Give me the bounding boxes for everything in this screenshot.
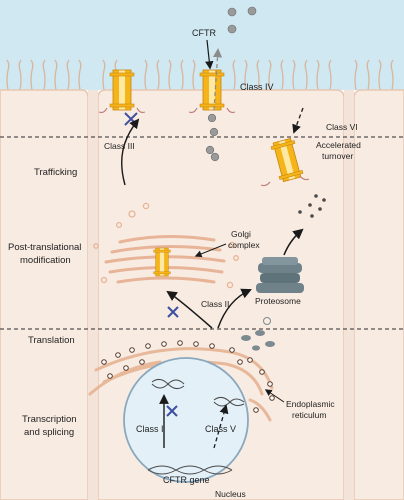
section-tx-line1: Transcription bbox=[22, 414, 77, 425]
label-accelerated-line1: Accelerated bbox=[316, 140, 361, 150]
cilia bbox=[6, 59, 394, 91]
x-block-icon bbox=[166, 405, 178, 417]
degraded-fragments bbox=[298, 194, 326, 218]
section-translation: Translation bbox=[28, 335, 75, 346]
proteasome-out-arrow bbox=[283, 228, 304, 256]
label-cftr: CFTR bbox=[192, 28, 216, 38]
label-nucleus: Nucleus bbox=[215, 489, 246, 499]
class-vi-arrow bbox=[292, 107, 304, 134]
er-pointer bbox=[264, 389, 285, 403]
golgi-vesicles bbox=[93, 202, 239, 289]
label-accelerated-line2: turnover bbox=[322, 151, 353, 161]
to-proteasome-arrow bbox=[217, 288, 252, 329]
label-proteosome: Proteosome bbox=[255, 296, 301, 306]
class-iv-flow-arrow bbox=[212, 48, 223, 111]
section-trafficking: Trafficking bbox=[34, 167, 77, 178]
misfolded-fragments bbox=[241, 317, 275, 351]
section-ptm-line1: Post-translational bbox=[8, 242, 81, 253]
golgi-pointer bbox=[194, 243, 227, 258]
label-cftr-gene: CFTR gene bbox=[163, 475, 210, 485]
ion-dots bbox=[205, 6, 257, 162]
label-golgi-line1: Golgi bbox=[231, 229, 251, 239]
x-block-icon bbox=[167, 306, 179, 318]
label-golgi-line2: complex bbox=[228, 240, 260, 250]
class-v-arrow bbox=[213, 404, 229, 449]
nucleus bbox=[123, 357, 249, 483]
proteasome-icon bbox=[256, 257, 304, 293]
section-tx-line2: and splicing bbox=[24, 427, 74, 438]
label-er-line2: reticulum bbox=[292, 410, 326, 420]
class-ii-arrow bbox=[166, 290, 213, 329]
class-vi-channel bbox=[260, 137, 310, 187]
right-cell bbox=[353, 89, 404, 500]
label-class-iii: Class III bbox=[104, 141, 135, 151]
left-cell bbox=[0, 89, 89, 500]
class-iii-arrow bbox=[121, 118, 140, 186]
dna-icon bbox=[147, 378, 245, 475]
ribosomes bbox=[101, 340, 275, 413]
label-class-vi: Class VI bbox=[326, 122, 358, 132]
label-class-ii: Class II bbox=[201, 299, 229, 309]
endoplasmic-reticulum bbox=[88, 347, 274, 422]
label-class-v: Class V bbox=[205, 424, 236, 434]
label-class-iv: Class IV bbox=[240, 82, 274, 92]
section-ptm-line2: modification bbox=[20, 255, 71, 266]
label-er-line1: Endoplasmic bbox=[286, 399, 335, 409]
cftr-pointer bbox=[205, 39, 214, 70]
label-class-i: Class I bbox=[136, 424, 164, 434]
extracellular-space bbox=[0, 0, 404, 90]
class-iv-channel bbox=[188, 69, 236, 114]
class-ii-channel bbox=[153, 247, 171, 277]
